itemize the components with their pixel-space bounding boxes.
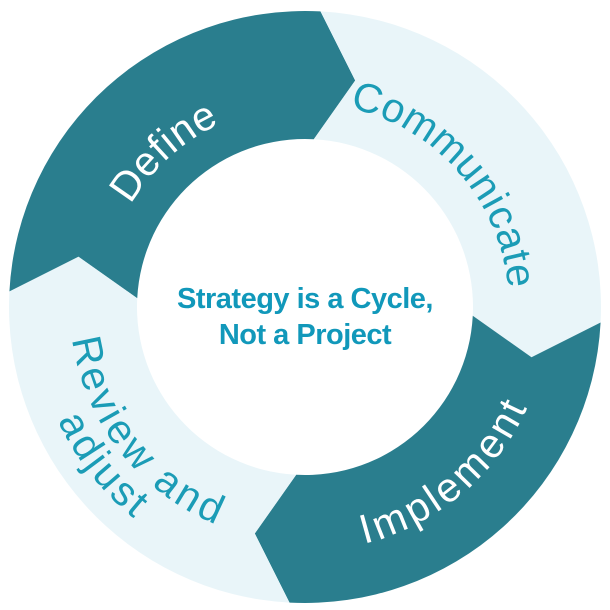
segment-define xyxy=(9,11,356,299)
segment-review-and-adjust xyxy=(9,256,297,603)
segment-implement xyxy=(254,315,601,603)
segment-communicate xyxy=(313,11,601,358)
center-title-line-1: Strategy is a Cycle, xyxy=(177,283,433,315)
center-title-line-2: Not a Project xyxy=(218,319,392,351)
center-title: Strategy is a Cycle, Not a Project xyxy=(0,281,610,353)
